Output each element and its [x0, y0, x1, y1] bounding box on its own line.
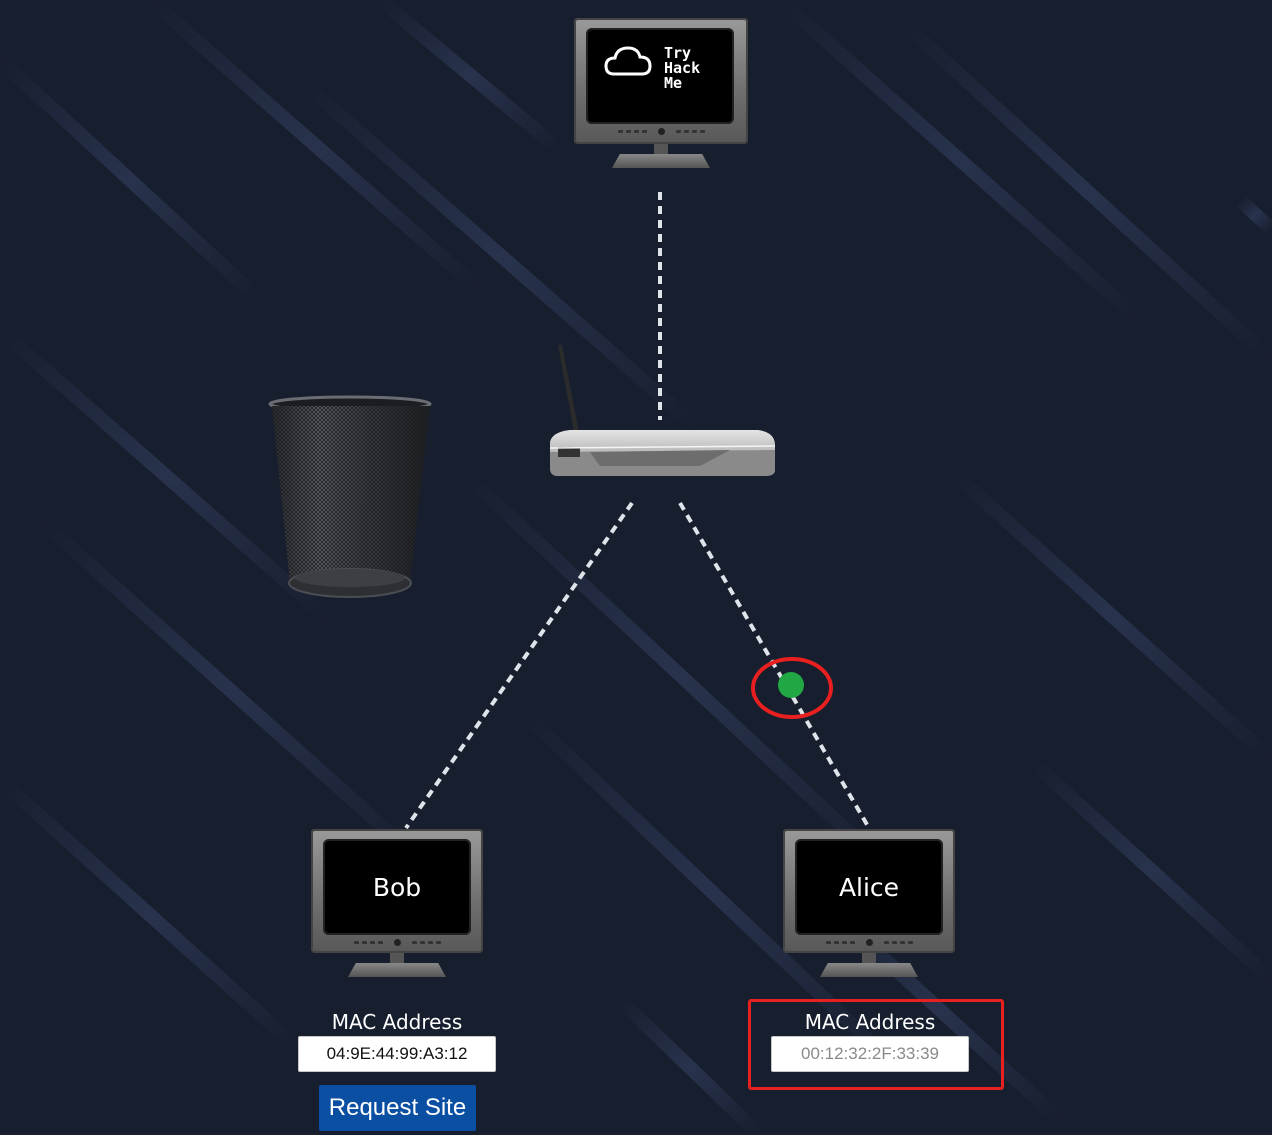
bob-screen: Bob	[323, 839, 471, 935]
bob-mac-field[interactable]	[298, 1036, 496, 1072]
alice-mac-field[interactable]	[771, 1036, 969, 1072]
bob-monitor: Bob	[311, 829, 483, 979]
router-icon	[549, 345, 776, 476]
request-site-button[interactable]: Request Site	[319, 1085, 476, 1131]
bob-mac-label: MAC Address	[331, 1010, 463, 1034]
trash-bin-icon[interactable]	[268, 395, 432, 598]
packet-in-transit	[778, 672, 804, 698]
alice-screen: Alice	[795, 839, 943, 935]
server-screen: Try Hack Me	[586, 28, 734, 124]
bob-name: Bob	[372, 872, 422, 902]
alice-mac-label: MAC Address	[804, 1010, 936, 1034]
alice-mac-highlight	[748, 999, 1004, 1090]
cloud-icon	[604, 46, 652, 76]
link-router-bob	[404, 501, 634, 830]
tryhackme-logo: Try Hack Me	[664, 44, 701, 92]
link-router-alice	[678, 501, 871, 830]
alice-monitor: Alice	[783, 829, 955, 979]
server-monitor: Try Hack Me	[574, 18, 748, 170]
alice-name: Alice	[838, 872, 900, 902]
network-links	[404, 192, 871, 830]
highlight-circle-packet	[751, 657, 833, 719]
